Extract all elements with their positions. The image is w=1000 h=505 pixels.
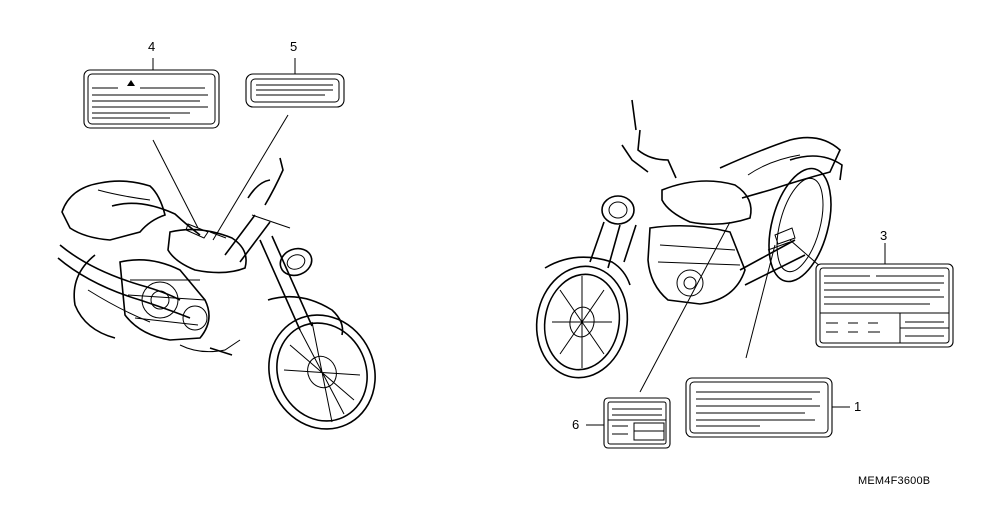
motorcycle-left-illustration xyxy=(57,157,376,430)
leader-line-3 xyxy=(789,239,823,269)
callout-4: 4 xyxy=(148,39,156,54)
leader-line-4 xyxy=(152,139,199,229)
leader-line-1 xyxy=(745,244,776,359)
diagram-code: MEM4F3600B xyxy=(858,475,931,487)
label-1-illustration xyxy=(685,377,850,438)
label-6-illustration xyxy=(586,397,671,449)
leader-line-6 xyxy=(639,221,731,393)
callout-5: 5 xyxy=(290,39,298,54)
label-3-illustration xyxy=(815,243,954,348)
motorcycle-right-illustration xyxy=(535,99,843,379)
callout-1: 1 xyxy=(854,399,862,414)
leader-line-5 xyxy=(212,114,289,241)
label-4-illustration xyxy=(83,58,220,129)
label-5-illustration xyxy=(245,58,345,108)
callout-6: 6 xyxy=(572,417,580,432)
callout-3: 3 xyxy=(880,228,888,243)
